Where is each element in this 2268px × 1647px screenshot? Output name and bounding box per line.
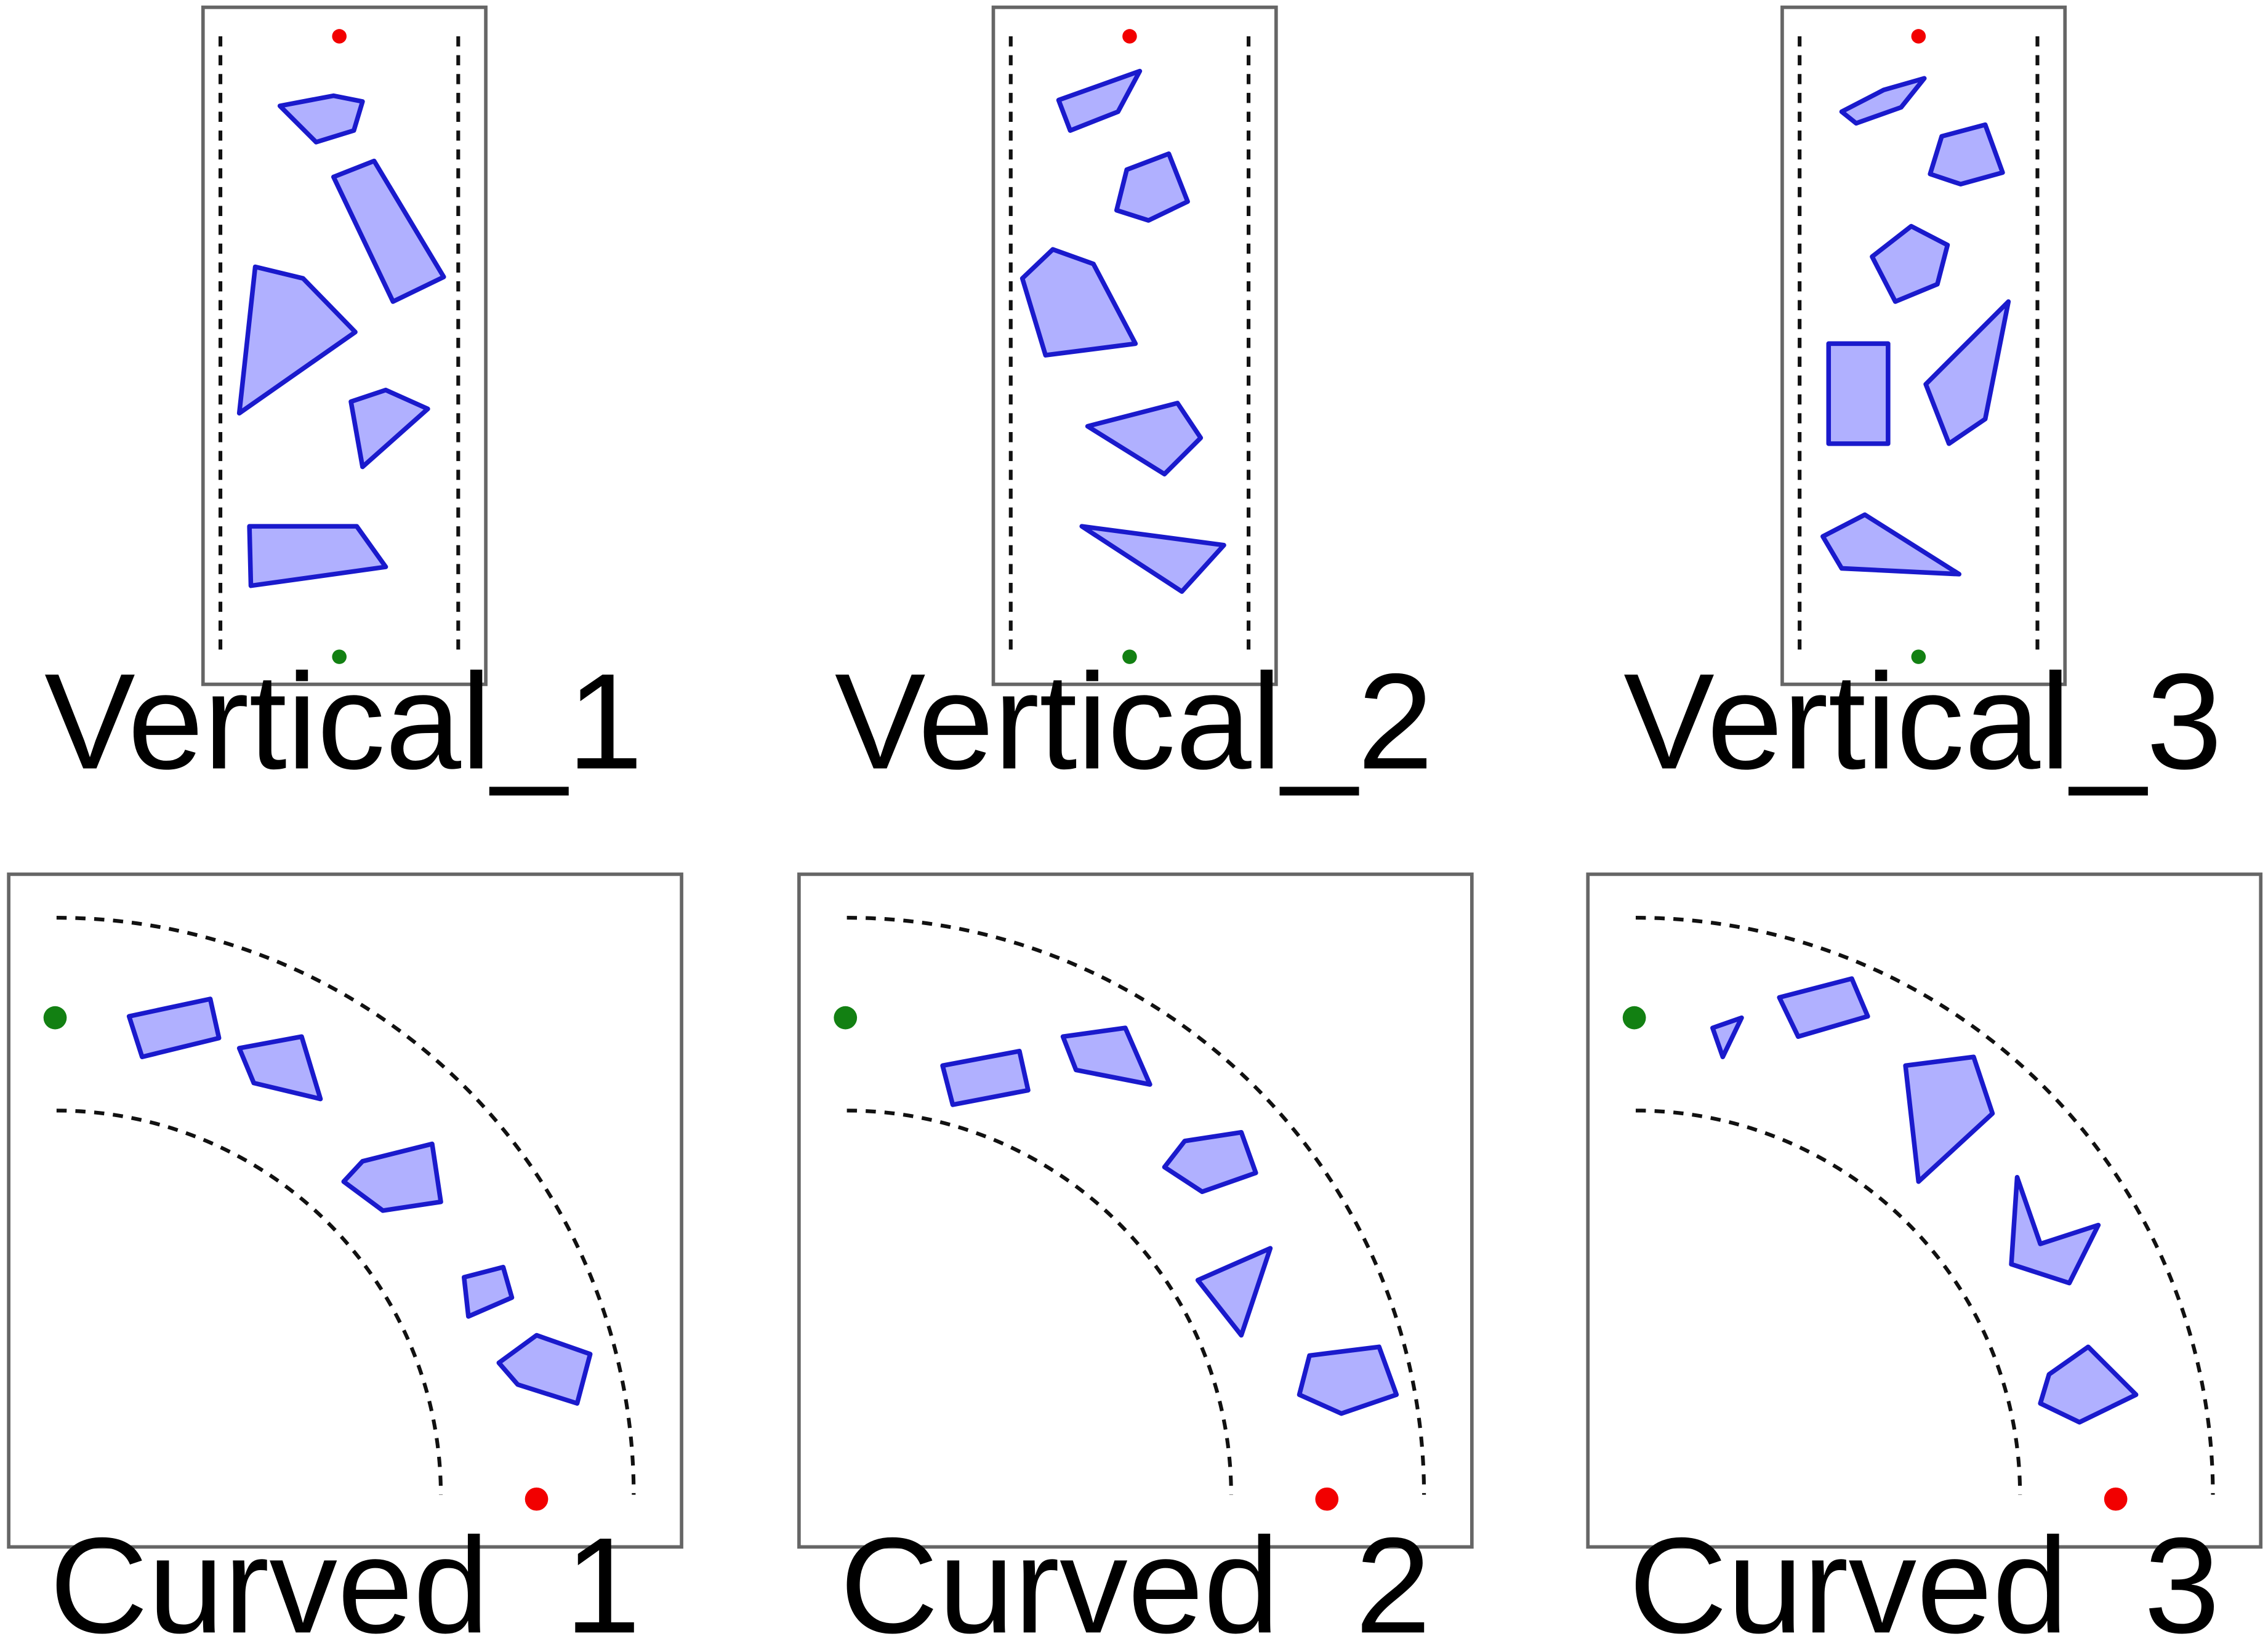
obstacle-polygon: [1060, 1025, 1152, 1087]
panel-frame: [797, 872, 1474, 1549]
panel-curved-3: Curved_3: [1586, 872, 2263, 1647]
panel-caption: Curved_3: [1629, 1509, 2220, 1647]
goal-marker: [332, 29, 347, 44]
start-marker: [1911, 649, 1926, 664]
start-marker: [834, 1006, 858, 1030]
obstacle-polygon: [1297, 1344, 1399, 1416]
outer-lane-boundary: [56, 916, 636, 1495]
obstacle-polygon: [1928, 122, 2005, 186]
obstacle-polygon: [1079, 524, 1226, 594]
panel-curved-2: Curved_2: [797, 872, 1474, 1647]
obstacle-polygon: [1777, 976, 1870, 1040]
panel-vertical-2: Vertical_2: [835, 6, 1433, 797]
inner-lane-boundary: [846, 1108, 1233, 1495]
obstacle-polygon: [1870, 223, 1950, 304]
obstacle-polygon: [1114, 151, 1190, 223]
obstacle-polygon: [496, 1332, 593, 1406]
start-marker: [332, 649, 347, 664]
goal-marker: [2104, 1487, 2128, 1511]
obstacle-polygon: [1903, 1054, 1995, 1184]
panel-curved-1: Curved_1: [7, 872, 683, 1647]
obstacle-polygon: [1820, 512, 1962, 577]
obstacle-polygon: [341, 1141, 443, 1213]
obstacle-polygon: [1826, 341, 1891, 446]
panel-frame: [7, 872, 683, 1549]
panel-caption: Vertical_3: [1623, 645, 2222, 797]
obstacle-polygon: [2038, 1344, 2139, 1425]
obstacle-polygon: [277, 93, 365, 145]
panel-frame: [1586, 872, 2263, 1549]
obstacle-polygon: [2009, 1174, 2101, 1286]
panel-vertical-3: Vertical_3: [1623, 6, 2222, 797]
inner-lane-boundary: [1636, 1108, 2022, 1495]
start-marker: [1122, 649, 1137, 664]
goal-marker: [1911, 29, 1926, 44]
obstacle-polygon: [247, 524, 388, 588]
goal-marker: [1315, 1487, 1339, 1511]
obstacle-polygon: [1195, 1246, 1273, 1338]
outer-lane-boundary: [846, 916, 1426, 1495]
obstacle-polygon: [1085, 401, 1204, 477]
obstacle-polygon: [236, 264, 358, 416]
obstacle-polygon: [348, 387, 430, 470]
inner-lane-boundary: [56, 1108, 443, 1495]
obstacle-polygon: [1923, 299, 2011, 446]
panel-caption: Curved_1: [50, 1509, 641, 1647]
panel-caption: Vertical_2: [835, 645, 1433, 797]
panel-frame: [1780, 6, 2067, 686]
obstacle-polygon: [126, 996, 222, 1060]
obstacle-polygon: [1019, 247, 1138, 358]
obstacle-polygon: [1839, 76, 1927, 126]
obstacle-polygon: [1162, 1129, 1258, 1195]
start-marker: [43, 1006, 67, 1030]
obstacle-polygon: [1710, 1015, 1744, 1060]
panel-caption: Vertical_1: [44, 645, 643, 797]
goal-marker: [1122, 29, 1137, 44]
panel-caption: Curved_2: [840, 1509, 1431, 1647]
obstacle-polygon: [461, 1265, 515, 1319]
obstacle-polygon: [940, 1049, 1031, 1107]
obstacle-polygon: [1056, 68, 1143, 133]
goal-marker: [525, 1487, 549, 1511]
panel-vertical-1: Vertical_1: [44, 6, 643, 797]
outer-lane-boundary: [1636, 916, 2215, 1495]
obstacle-polygon: [331, 158, 446, 304]
start-marker: [1622, 1006, 1646, 1030]
obstacle-polygon: [236, 1034, 323, 1102]
